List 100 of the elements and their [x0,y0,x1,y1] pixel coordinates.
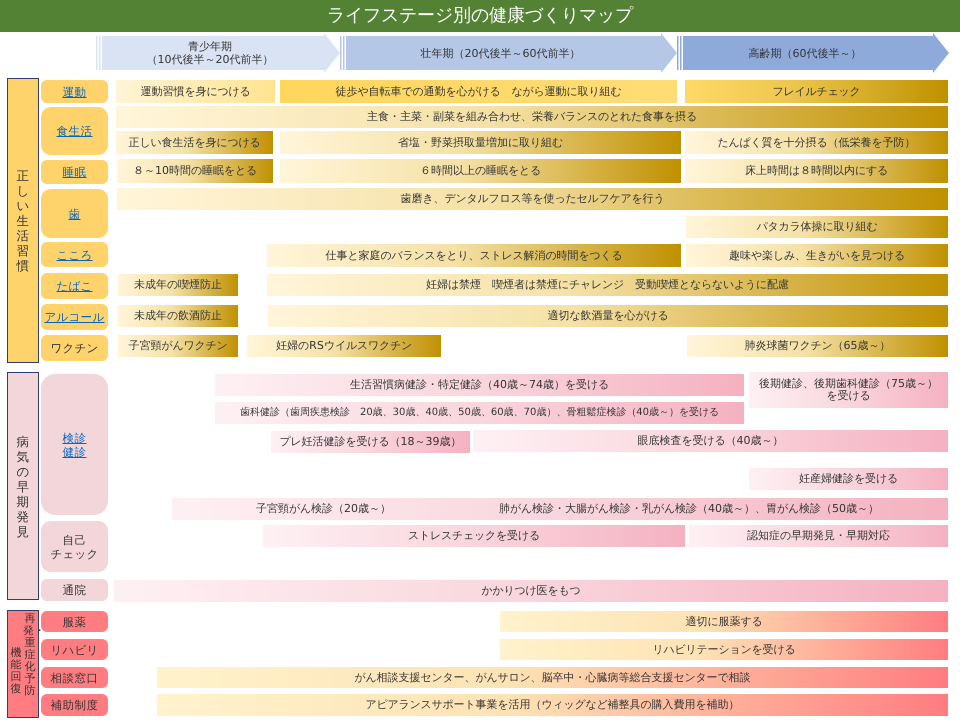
timeline-bar [118,274,238,296]
bar-label: 眼底検査を受ける（40歳～） [638,435,784,447]
bar-label: 運動習慣を身につける [140,86,250,98]
timeline-bar [749,372,948,408]
bar-label: アピアランスサポート事業を活用（ウィッグなど補整具の購入費用を補助） [366,699,740,711]
timeline-bar [157,694,948,716]
timeline-bar [686,244,948,267]
life-stage-arrow [96,33,340,73]
section-title: 機能回復 [9,647,22,695]
category-label: リハビリ [50,642,98,656]
bar-label: 趣味や楽しみ、生きがいを見つける [729,250,905,262]
timeline-bar [114,580,948,602]
life-stage-arrow [677,33,949,73]
timeline-bar [685,131,948,154]
timeline-bar [473,430,948,452]
section-title: 正しい生活習慣 [15,168,30,273]
bar-label: 適切な飲酒量を心がける [548,310,668,322]
bar-label: ８～10時間の睡眠をとる [133,165,257,177]
section-label-panel [7,372,39,600]
bar-label: 認知症の早期発見・早期対応 [747,530,890,542]
bar-label: 主食・主菜・副菜を組み合わせ、栄養バランスのとれた食事を摂る [367,111,697,123]
category-tab [41,273,108,299]
bar-label: 後期健診、後期歯科健診（75歳～）を受ける [758,378,939,402]
category-link: 歯 [68,206,80,220]
bar-label: 妊婦のRSウイルスワクチン [276,340,412,352]
bar-label: 肺がん検診・大腸がん検診・乳がん検診（40歳～）、胃がん検診（50歳～） [499,503,879,515]
timeline-bar [157,667,948,688]
timeline-bar [172,498,948,520]
timeline-bar [215,402,744,424]
category-link: アルコール [44,310,104,324]
category-tab [41,304,108,330]
bar-label: 仕事と家庭のバランスをとり、ストレス解消の時間をつくる [326,250,622,262]
category-label: 補助制度 [50,698,98,712]
bar-label: 生活習慣病健診・特定健診（40歳～74歳）を受ける [350,379,609,391]
bar-label: 妊婦は禁煙 喫煙者は禁煙にチャレンジ 受動喫煙とならないように配慮 [426,279,789,291]
bar-label: 肺炎球菌ワクチン（65歳～） [744,340,890,352]
category-tab [41,579,108,601]
timeline-bar [118,335,238,357]
timeline-bar [686,216,948,238]
timeline-bar [280,80,677,103]
category-link: 食生活 [56,124,92,138]
category-tab [41,335,108,361]
timeline-bar [685,159,948,183]
bar-label: 未成年の喫煙防止 [134,279,222,291]
timeline-bar [117,159,273,183]
category-label: 通院 [62,583,86,597]
bar-label: 歯磨き、デンタルフロス等を使ったセルフケアを行う [400,193,664,205]
timeline-bar [247,335,441,357]
timeline-bar [280,159,681,183]
bar-label: たんぱく質を十分摂る（低栄養を予防） [718,136,916,148]
timeline-bar [116,106,948,128]
timeline-bar [116,131,273,154]
timeline-bar [687,335,948,357]
category-label: チェック [50,546,98,560]
bar-label: プレ妊活健診を受ける（18～39歳） [280,436,462,448]
stage-label: 壮年期（20代後半～60代前半） [420,46,580,60]
stage-label: （10代後半～20代前半） [146,53,274,66]
page-title: ライフステージ別の健康づくりマップ [327,5,633,27]
bar-label: 徒歩や自転車での通勤を心がける ながら運動に取り組む [336,86,622,98]
timeline-bar [268,305,948,327]
section-label-panel [7,78,39,363]
bar-label: 省塩・野菜摂取量増加に取り組む [398,136,563,148]
timeline-bar [117,188,948,210]
category-link: こころ [56,248,92,262]
timeline-bar [215,374,744,396]
timeline-bar [267,274,948,296]
timeline-bar [267,244,681,267]
timeline-bar [271,431,470,453]
bar-label: 適切に服薬する [686,616,762,628]
category-link: 検診 [62,430,86,444]
category-link: 健診 [62,444,86,458]
category-tab [41,160,108,184]
category-label: 自己 [62,532,86,546]
timeline-bar [500,639,948,660]
category-label: 相談窓口 [50,670,98,684]
category-link: 睡眠 [62,165,86,179]
bar-label: かかりつけ医をもつ [482,585,580,597]
bar-label: リハビリテーションを受ける [652,644,796,656]
category-label: 服薬 [62,614,86,628]
category-tab [41,80,108,103]
category-label: ワクチン [50,341,98,355]
category-tab [41,242,108,267]
timeline-bar [500,611,948,632]
timeline-bar [749,468,948,490]
bar-label: 子宮頸がんワクチン [128,340,228,352]
timeline-bar [280,131,681,154]
timeline-bar [116,80,275,103]
section-label-panel [7,610,39,718]
category-link: たばこ [56,279,92,293]
bar-label: 子宮頸がん検診（20歳～） [256,503,391,515]
bar-label: パタカラ体操に取り組む [756,221,878,233]
stage-label: 高齢期（60代後半～） [748,46,862,60]
bar-label: 正しい食生活を身につける [128,136,260,148]
bar-label: 歯科健診（歯周疾患検診 20歳、30歳、40歳、50歳、60歳、70歳）、骨粗鬆症検診（40歳～）を受ける [240,407,720,419]
category-tab [41,639,108,660]
timeline-bar [689,525,948,547]
timeline-bar [263,525,685,547]
bar-label: がん相談支援センター、がんサロン、脳卒中・心臓病等総合支援センターで相談 [354,672,750,684]
bar-label: ６時間以上の睡眠をとる [420,165,541,177]
bar-label: 妊産婦健診を受ける [799,473,898,485]
